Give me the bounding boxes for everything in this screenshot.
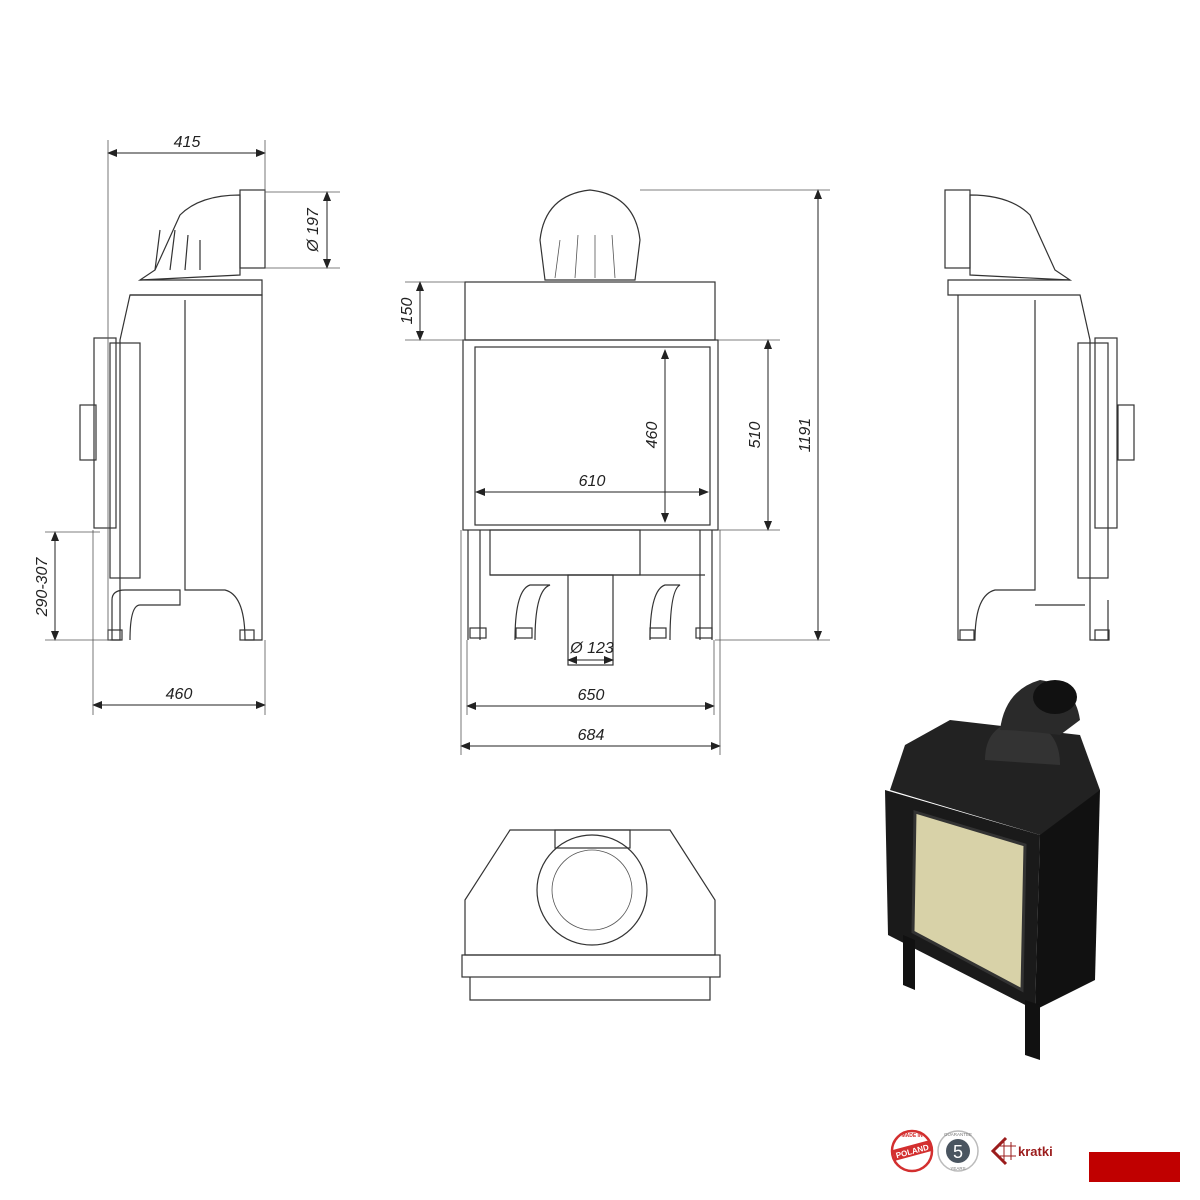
dim-door-height: 510 [747, 422, 764, 449]
made-in-poland-seal: MADE IN POLAND [890, 1129, 934, 1173]
dim-flue-diameter: Ø 197 [305, 207, 322, 253]
fireplace-3d-render [885, 680, 1100, 1060]
badge-number: 5 [953, 1142, 963, 1162]
kratki-logo: kratki [990, 1136, 1053, 1166]
badge-guarantee: GUARANTEE [944, 1132, 972, 1137]
brand-red-bar [1089, 1152, 1180, 1182]
dim-glass-height: 460 [644, 422, 661, 449]
seal-made-in: MADE IN [901, 1133, 923, 1139]
dim-total-height: 1191 [797, 418, 814, 452]
dim-side-depth-bottom: 460 [166, 686, 193, 703]
dim-air-inlet-diameter: Ø 123 [569, 640, 614, 657]
dim-floor-to-door: 290-307 [34, 557, 51, 618]
top-view [461, 829, 721, 1001]
brand-name: kratki [1018, 1144, 1053, 1159]
guarantee-badge: GUARANTEE 5 YEARS [937, 1130, 979, 1172]
right-side-view [944, 189, 1135, 641]
dim-total-width: 684 [578, 727, 605, 744]
dim-side-depth-top: 415 [174, 134, 201, 151]
dim-top-height: 150 [399, 298, 416, 325]
dimension-lines [45, 140, 830, 755]
front-view [462, 189, 719, 666]
dim-glass-width: 610 [579, 473, 606, 490]
badge-years: YEARS [950, 1166, 965, 1171]
dim-body-width: 650 [578, 687, 605, 704]
left-side-view [79, 189, 266, 641]
